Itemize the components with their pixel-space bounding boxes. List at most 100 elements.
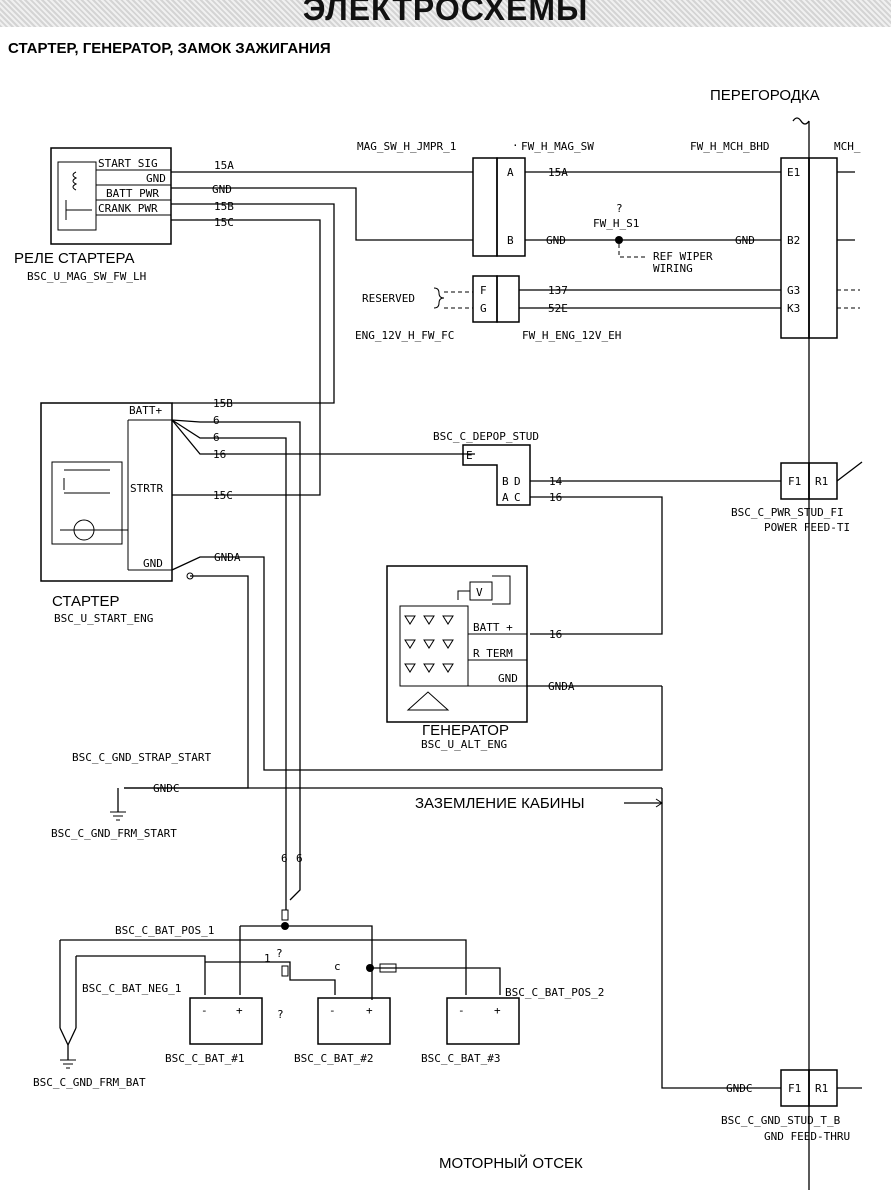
starter-code: BSC_U_START_ENG xyxy=(54,612,153,625)
wire-label-15a: 15A xyxy=(214,159,234,172)
starter-pin-gnd: GND xyxy=(143,557,163,570)
jumper-label: MAG_SW_H_JMPR_1 xyxy=(357,140,456,153)
bat-3-label: BSC_C_BAT_#3 xyxy=(421,1052,500,1065)
fw-mch-label: FW_H_MCH_BHD xyxy=(690,140,769,153)
wire-16-label: 16 xyxy=(549,491,562,504)
pin-g: G xyxy=(480,302,487,315)
svg-text:-: - xyxy=(201,1004,208,1017)
wire-strap-frame xyxy=(124,770,249,789)
frame-ground-icon xyxy=(110,811,126,821)
bat-wire-6a: 6 xyxy=(281,852,288,865)
generator-title: ГЕНЕРАТОР xyxy=(422,722,509,739)
depop-stud: BSC_C_DEPOP_STUD E B D A C xyxy=(433,430,539,506)
depop-title: BSC_C_DEPOP_STUD xyxy=(433,430,539,443)
gnd-frm-bat-label: BSC_C_GND_FRM_BAT xyxy=(33,1076,146,1089)
bulkhead-label: ПЕРЕГОРОДКА xyxy=(710,87,820,104)
bat-pos-2-label: BSC_C_BAT_POS_2 xyxy=(505,986,604,999)
svg-text:+: + xyxy=(494,1004,501,1017)
starter-pin-strtr: STRTR xyxy=(130,482,163,495)
mch-label: MCH_ xyxy=(834,140,861,153)
svg-text:-: - xyxy=(329,1004,336,1017)
gen-pin-gnd: GND xyxy=(498,672,518,685)
relay-code: BSC_U_MAG_SW_FW_LH xyxy=(27,270,146,283)
battery-ground-icon xyxy=(60,1059,76,1069)
gnd-pin-f1: F1 xyxy=(788,1082,801,1095)
splice-question: ? xyxy=(616,202,623,215)
wire-16-gen xyxy=(530,496,663,635)
starter: BATT+ STRTR GND СТАРТЕР BSC_U_START_ENG xyxy=(40,402,173,625)
gnd-stud-wire: GNDC xyxy=(726,1082,753,1095)
svg-text:+: + xyxy=(236,1004,243,1017)
gndc-label: GNDC xyxy=(153,782,180,795)
wire-label-15b-s: 15B xyxy=(213,397,233,410)
gen-pin-rterm: R TERM xyxy=(473,647,513,660)
bat-q1: ? xyxy=(276,947,283,960)
generator: V BATT + R TERM GND ГЕНЕРАТОР BSC_U_ALT_… xyxy=(386,565,528,751)
bat-2-label: BSC_C_BAT_#2 xyxy=(294,1052,373,1065)
relay-pin-start-sig: START SIG xyxy=(98,157,158,170)
wire-relay-gnd xyxy=(171,187,473,241)
eng-left-label: ENG_12V_H_FW_FC xyxy=(355,329,454,342)
wire-gnd-strap xyxy=(190,575,249,770)
bat-1-label: BSC_C_BAT_#1 xyxy=(165,1052,244,1065)
wire-6-a xyxy=(171,419,287,910)
svg-text:+: + xyxy=(366,1004,373,1017)
ref-wiper-2: WIRING xyxy=(653,262,693,275)
relay-pin-batt-pwr: BATT PWR xyxy=(106,187,159,200)
bat-wire-6b: 6 xyxy=(296,852,303,865)
wire-a-label: 15A xyxy=(548,166,568,179)
pwr-pin-f1: F1 xyxy=(788,475,801,488)
relay-title: РЕЛЕ СТАРТЕРА xyxy=(14,250,135,267)
fw-mag-label: FW_H_MAG_SW xyxy=(521,140,594,153)
header-banner: ЭЛЕКТРОСХЕМЫ xyxy=(0,0,891,27)
gen-meter: V xyxy=(476,586,483,599)
header-title: ЭЛЕКТРОСХЕМЫ xyxy=(302,0,589,27)
pin-a: A xyxy=(507,166,514,179)
battery-3: - + BSC_C_BAT_#3 xyxy=(421,997,520,1065)
wire-bat2-neg xyxy=(205,961,336,995)
bulkhead-connector: FW_H_MCH_BHD MCH_ E1 B2 G3 K3 xyxy=(690,140,861,339)
bulk-pin-g3: G3 xyxy=(787,284,800,297)
wire-137-label: 137 xyxy=(548,284,568,297)
ref-wiper-lead xyxy=(618,244,648,258)
gnd-feed-stud: F1 R1 BSC_C_GND_STUD_T_B GND FEED-THRU xyxy=(721,1069,862,1143)
gnd-strap-label: BSC_C_GND_STRAP_START xyxy=(72,751,211,764)
wire-pos-main xyxy=(240,925,373,1000)
wire-label-gnda: GNDA xyxy=(214,551,241,564)
pwr-stud-code: BSC_C_PWR_STUD_FІ xyxy=(731,506,844,519)
gnd-frm-start-label: BSC_C_GND_FRM_START xyxy=(51,827,177,840)
gnd-pin-r1: R1 xyxy=(815,1082,828,1095)
bat-wire-1: 1 xyxy=(264,952,271,965)
wire-neg-frame xyxy=(60,939,467,995)
svg-text:.: . xyxy=(512,136,519,149)
wire-6-b xyxy=(171,419,301,901)
mag-switch-connector: MAG_SW_H_JMPR_1 FW_H_MAG_SW . A B xyxy=(357,136,594,257)
gen-pin-batt: BATT + xyxy=(473,621,513,634)
pin-f: F xyxy=(480,284,487,297)
svg-text:-: - xyxy=(458,1004,465,1017)
battery-1: - + BSC_C_BAT_#1 xyxy=(165,997,263,1065)
wire-neg-bat1 xyxy=(76,955,206,995)
depop-pin-c: C xyxy=(514,491,521,504)
wire-15c xyxy=(171,219,321,496)
starter-title: СТАРТЕР xyxy=(52,593,120,610)
bat-pos-1-label: BSC_C_BAT_POS_1 xyxy=(115,924,214,937)
depop-pin-d: D xyxy=(514,475,521,488)
relay-pin-crank-pwr: CRANK PWR xyxy=(98,202,158,215)
gen-wire-16: 16 xyxy=(549,628,562,641)
wire-b-label: GND xyxy=(546,234,566,247)
bulkhead-mark xyxy=(792,117,810,125)
wire-label-15c-s: 15C xyxy=(213,489,233,502)
wire-label-gnd: GND xyxy=(212,183,232,196)
gnd-stud-code: BSC_C_GND_STUD_T_B xyxy=(721,1114,841,1127)
wire-label-16: 16 xyxy=(213,448,226,461)
wire-gnd2-label: GND xyxy=(735,234,755,247)
pin-b: B xyxy=(507,234,514,247)
gnd-stud-label: GND FEED-THRU xyxy=(764,1130,850,1143)
wire-label-15c: 15C xyxy=(214,216,234,229)
svg-text:c: c xyxy=(334,960,341,973)
reserved-label: RESERVED xyxy=(362,292,415,305)
starter-relay: START SIG GND BATT PWR CRANK PWR РЕЛЕ СТ… xyxy=(14,147,172,283)
pwr-pin-r1: R1 xyxy=(815,475,828,488)
eng-right-label: FW_H_ENG_12V_EH xyxy=(522,329,621,342)
